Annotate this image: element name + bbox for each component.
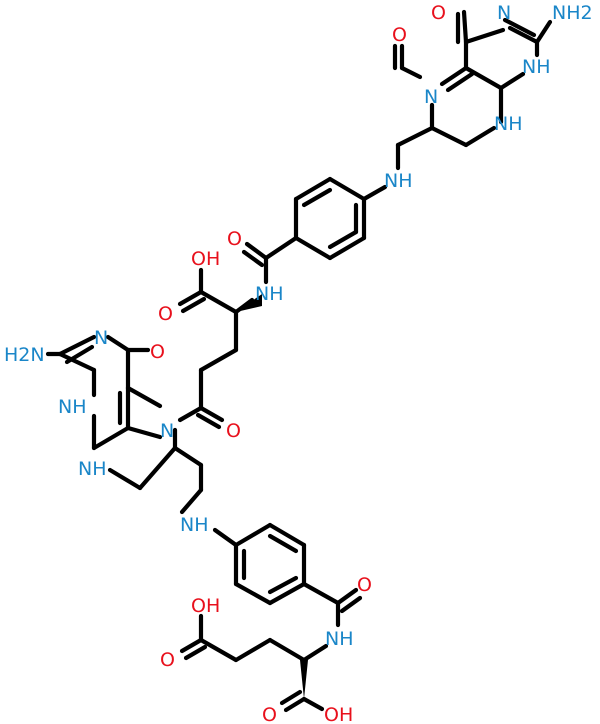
bond xyxy=(283,696,307,713)
bond xyxy=(198,405,225,423)
atom-label: H2N xyxy=(4,344,45,366)
bond xyxy=(105,334,131,353)
atom-label: NH xyxy=(180,514,209,536)
bond xyxy=(293,176,333,202)
bond xyxy=(301,643,329,663)
bond xyxy=(301,696,325,712)
bond xyxy=(179,487,204,515)
atom-label: O xyxy=(226,420,241,442)
bond xyxy=(267,522,307,548)
atom-label: N xyxy=(497,2,511,24)
atom-label: NH xyxy=(255,283,284,305)
atom-label-layer: O N NH2 O N NH NH NH O OH NH O H2N N O N… xyxy=(4,2,593,724)
atom-label: OH xyxy=(324,704,353,724)
bond xyxy=(57,334,97,357)
bond xyxy=(463,125,497,148)
bond xyxy=(445,71,475,93)
bond xyxy=(177,405,204,423)
bond xyxy=(198,289,239,315)
bond xyxy=(498,71,526,91)
bond xyxy=(267,533,299,554)
bond xyxy=(212,527,239,548)
bond xyxy=(502,17,537,38)
bond xyxy=(507,25,540,45)
bond xyxy=(125,425,163,440)
atom-label: O xyxy=(150,341,165,363)
stereo-wedge-bond xyxy=(236,294,262,312)
bond xyxy=(263,235,299,261)
bond xyxy=(267,637,307,663)
atom-label: O xyxy=(392,24,407,46)
atom-label: O xyxy=(227,228,242,250)
atom-label: OH xyxy=(191,248,220,270)
bond xyxy=(57,351,97,373)
bond xyxy=(125,385,163,409)
bond xyxy=(180,296,207,314)
stereo-wedge-bond xyxy=(300,660,308,699)
bond xyxy=(279,689,303,706)
bond xyxy=(361,184,388,202)
bond xyxy=(267,581,307,606)
bond xyxy=(267,575,299,595)
bond xyxy=(327,235,367,261)
bond xyxy=(195,412,222,430)
bond xyxy=(233,297,255,315)
bond xyxy=(301,187,333,208)
atom-label: O xyxy=(158,303,173,325)
bond xyxy=(177,289,204,307)
bond xyxy=(399,65,423,80)
atom-label: N xyxy=(160,420,174,442)
atom-label: NH2 xyxy=(552,2,593,24)
atom-label: O xyxy=(262,704,277,724)
bond xyxy=(64,344,95,365)
bond xyxy=(244,241,269,261)
bond xyxy=(233,581,273,606)
bond xyxy=(293,235,333,261)
bond xyxy=(395,125,435,148)
atom-label: OH xyxy=(191,595,220,617)
bond-layer xyxy=(45,9,553,713)
bond xyxy=(429,125,469,148)
bond xyxy=(335,587,359,606)
bond xyxy=(198,347,239,373)
bond xyxy=(463,27,506,45)
bond xyxy=(183,644,208,661)
bond xyxy=(172,445,204,468)
bond xyxy=(137,445,178,491)
bond xyxy=(241,249,265,268)
atom-label: NH xyxy=(522,56,551,78)
bond xyxy=(179,637,204,654)
bond xyxy=(233,522,273,548)
bond xyxy=(301,581,341,606)
bond xyxy=(91,425,131,451)
atom-label: NH xyxy=(494,113,523,135)
bond xyxy=(327,176,367,202)
bond xyxy=(327,229,359,250)
atom-label: N xyxy=(424,86,438,108)
atom-label: O xyxy=(160,649,175,671)
atom-label: N xyxy=(94,327,108,349)
atom-label: NH xyxy=(384,170,413,192)
bond xyxy=(534,19,553,45)
atom-label: O xyxy=(357,574,372,596)
atom-label: NH xyxy=(325,628,354,650)
atom-label: O xyxy=(431,2,446,24)
bond xyxy=(461,9,469,45)
bond xyxy=(439,65,469,87)
atom-label: NH xyxy=(78,458,107,480)
bond xyxy=(107,467,143,491)
bond xyxy=(198,637,239,663)
bond xyxy=(463,65,504,91)
bond xyxy=(233,637,273,663)
bond xyxy=(339,595,363,614)
atom-label: NH xyxy=(58,396,87,418)
